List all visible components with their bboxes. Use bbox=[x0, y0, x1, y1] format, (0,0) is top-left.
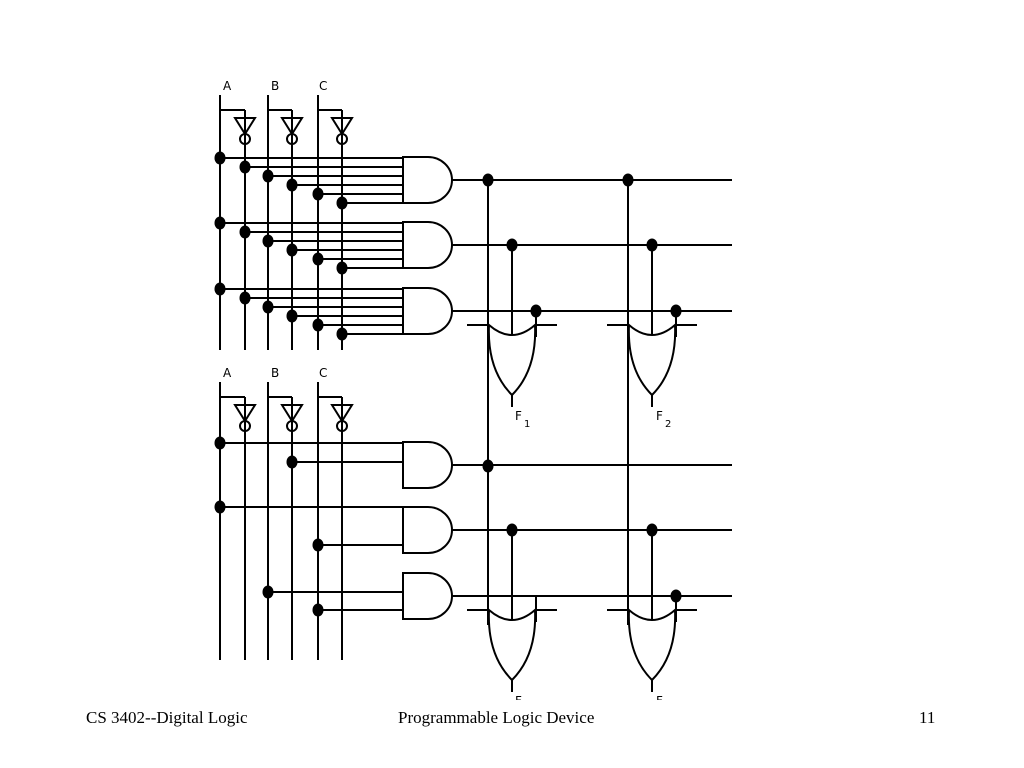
and-gate bbox=[402, 221, 453, 269]
connection-dot bbox=[286, 309, 298, 323]
connection-dot bbox=[506, 523, 518, 537]
connection-dot bbox=[286, 455, 298, 469]
and-gate bbox=[402, 287, 453, 335]
input-label: A bbox=[223, 366, 232, 380]
connection-dot bbox=[670, 589, 682, 603]
or-gate bbox=[487, 322, 537, 397]
output-label-subscript: 1 bbox=[524, 419, 530, 430]
connection-dot bbox=[312, 318, 324, 332]
connection-dot bbox=[670, 304, 682, 318]
connection-dot bbox=[262, 300, 274, 314]
connection-dot bbox=[312, 538, 324, 552]
connection-dot bbox=[214, 151, 226, 165]
connection-dot bbox=[262, 585, 274, 599]
connection-dot bbox=[262, 234, 274, 248]
or-gate bbox=[627, 322, 677, 397]
and-gate bbox=[402, 156, 453, 204]
input-label: C bbox=[319, 79, 327, 93]
connection-dot bbox=[312, 187, 324, 201]
and-gate bbox=[402, 572, 453, 620]
output-label: F bbox=[656, 694, 663, 700]
connection-dot bbox=[286, 243, 298, 257]
connection-dot bbox=[336, 327, 348, 341]
connection-dot bbox=[239, 160, 251, 174]
or-gate bbox=[487, 607, 537, 682]
connection-dot bbox=[506, 238, 518, 252]
output-label: F bbox=[656, 409, 663, 423]
connection-dot bbox=[214, 216, 226, 230]
connection-dot bbox=[312, 252, 324, 266]
footer-slide-topic: Programmable Logic Device bbox=[398, 708, 595, 727]
connection-dot bbox=[214, 282, 226, 296]
connection-dot bbox=[239, 291, 251, 305]
connection-dot bbox=[239, 225, 251, 239]
input-label: A bbox=[223, 79, 232, 93]
input-label: B bbox=[271, 366, 279, 380]
or-gate bbox=[627, 607, 677, 682]
footer-course-title: CS 3402--Digital Logic bbox=[86, 708, 248, 727]
input-label: B bbox=[271, 79, 279, 93]
output-label-subscript: 2 bbox=[665, 419, 671, 430]
connection-dot bbox=[214, 436, 226, 450]
connection-dot bbox=[482, 459, 494, 473]
connection-dot bbox=[262, 169, 274, 183]
connection-dot bbox=[214, 500, 226, 514]
connection-dot bbox=[312, 603, 324, 617]
input-label: C bbox=[319, 366, 327, 380]
connection-dot bbox=[336, 261, 348, 275]
connection-dot bbox=[286, 178, 298, 192]
connection-dot bbox=[646, 238, 658, 252]
footer-page-number: 11 bbox=[919, 708, 936, 727]
output-label: F bbox=[515, 409, 522, 423]
and-gate bbox=[402, 441, 453, 489]
connection-dot bbox=[336, 196, 348, 210]
connection-dot bbox=[530, 304, 542, 318]
connection-dot bbox=[646, 523, 658, 537]
and-gate bbox=[402, 506, 453, 554]
output-label: F bbox=[515, 694, 522, 700]
